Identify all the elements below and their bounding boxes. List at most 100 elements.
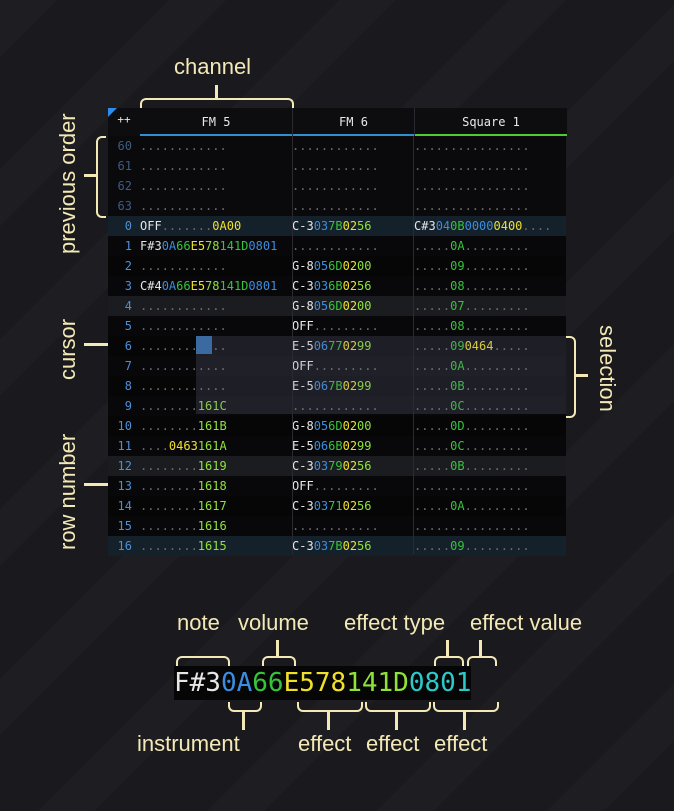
pattern-cell[interactable]: ............: [140, 356, 260, 376]
pattern-row[interactable]: 12 ........1619 C-303790256.....0B........…: [108, 456, 566, 476]
pattern-cell[interactable]: ............: [140, 176, 260, 196]
pattern-cell[interactable]: ............: [292, 176, 412, 196]
pattern-cell[interactable]: .....0A.........: [414, 496, 566, 516]
pattern-cell[interactable]: ............: [292, 236, 412, 256]
cell-field: 03: [313, 539, 329, 553]
cell-field: E5: [190, 239, 206, 253]
pattern-cell[interactable]: C#3040B00000400....: [414, 216, 566, 236]
pattern-row[interactable]: 4............G-8056D0200.....07.........: [108, 296, 566, 316]
pattern-cell[interactable]: ........1617: [140, 496, 260, 516]
legend-effect-2: 141D: [346, 668, 409, 698]
pattern-cell[interactable]: G-8056D0200: [292, 296, 412, 316]
pattern-cell[interactable]: C-303790256: [292, 456, 412, 476]
pattern-editor[interactable]: ++ FM 5 FM 6 Square 1 60................…: [108, 108, 567, 556]
pattern-cell[interactable]: OFF.........: [292, 316, 412, 336]
pattern-cell[interactable]: ............: [140, 136, 260, 156]
pattern-row[interactable]: 9........161C.................0C........…: [108, 396, 566, 416]
pattern-cell[interactable]: ............: [140, 316, 260, 336]
pattern-cell[interactable]: ............: [140, 296, 260, 316]
pattern-cell[interactable]: E-5066B0299: [292, 436, 412, 456]
cell-field: ................: [414, 179, 530, 193]
pattern-cell[interactable]: ................: [414, 156, 566, 176]
pattern-row[interactable]: 10 ........161B G-8056D0200.....0D........…: [108, 416, 566, 436]
cell-field: C-3: [292, 539, 314, 553]
cell-field: ........: [140, 399, 198, 413]
pattern-cell[interactable]: .....090464.....: [414, 336, 566, 356]
pattern-row[interactable]: 62......................................…: [108, 176, 566, 196]
pattern-cell[interactable]: ........1616: [140, 516, 260, 536]
pattern-cell[interactable]: ............: [140, 376, 260, 396]
pattern-cell[interactable]: ............: [292, 516, 412, 536]
pattern-cell[interactable]: E-5067B0299: [292, 376, 412, 396]
pattern-cell[interactable]: ............: [140, 156, 260, 176]
pattern-cell[interactable]: .....0B.........: [414, 456, 566, 476]
pattern-cell[interactable]: ............: [140, 196, 260, 216]
pattern-cell[interactable]: .....09.........: [414, 536, 566, 556]
pattern-cell[interactable]: .....0A.........: [414, 356, 566, 376]
pattern-cell[interactable]: OFF.......0A00: [140, 216, 260, 236]
pattern-row[interactable]: 61......................................…: [108, 156, 566, 176]
pattern-cell[interactable]: .....08.........: [414, 276, 566, 296]
pattern-cell[interactable]: OFF.........: [292, 356, 412, 376]
pattern-cell[interactable]: ....0463161A: [140, 436, 260, 456]
pattern-row[interactable]: 8............E-5067B0299.....0B.........: [108, 376, 566, 396]
pattern-row[interactable]: 5............OFF..............08........…: [108, 316, 566, 336]
pattern-cell[interactable]: ................: [414, 176, 566, 196]
pattern-cell[interactable]: .....08.........: [414, 316, 566, 336]
channel-header-fm5[interactable]: FM 5: [140, 108, 292, 136]
pattern-cell[interactable]: .....0D.........: [414, 416, 566, 436]
pattern-cell[interactable]: ............: [292, 396, 412, 416]
pattern-cell[interactable]: ................: [414, 196, 566, 216]
pattern-cell[interactable]: ........1619: [140, 456, 260, 476]
pattern-cell[interactable]: G-8056D0200: [292, 256, 412, 276]
pattern-row[interactable]: 63......................................…: [108, 196, 566, 216]
pattern-cell[interactable]: ............: [140, 256, 260, 276]
channel-header-square1[interactable]: Square 1: [414, 108, 567, 136]
pattern-cell[interactable]: .....09.........: [414, 256, 566, 276]
pattern-cell[interactable]: ............: [292, 196, 412, 216]
pattern-row[interactable]: 1 F#30A66E578141D0801.................0A.…: [108, 236, 566, 256]
pattern-row[interactable]: 60......................................…: [108, 136, 566, 156]
pattern-cell[interactable]: C-3037B0256: [292, 216, 412, 236]
pattern-row[interactable]: 15........1616..........................…: [108, 516, 566, 536]
pattern-cell[interactable]: .....0C.........: [414, 396, 566, 416]
pattern-cell[interactable]: C-3037B0256: [292, 536, 412, 556]
pattern-row[interactable]: 2............G-8056D0200.....09.........: [108, 256, 566, 276]
pattern-cell[interactable]: .....0C.........: [414, 436, 566, 456]
pattern-cell[interactable]: .....07.........: [414, 296, 566, 316]
pattern-cell[interactable]: OFF.........: [292, 476, 412, 496]
volume-pointer: [276, 640, 279, 656]
cell-field: 56: [357, 219, 372, 233]
row-number: 10: [117, 419, 132, 433]
pattern-cell[interactable]: C-3036B0256: [292, 276, 412, 296]
order-corner-button[interactable]: ++: [108, 108, 140, 136]
pattern-cell[interactable]: ................: [414, 516, 566, 536]
row-number: 12: [117, 459, 132, 473]
pattern-cell[interactable]: C-303710256: [292, 496, 412, 516]
channel-header-fm6[interactable]: FM 6: [292, 108, 414, 136]
cell-field: ............: [292, 139, 379, 153]
row-number: 1: [124, 239, 132, 253]
pattern-cell[interactable]: ................: [414, 476, 566, 496]
pattern-cell[interactable]: G-8056D0200: [292, 416, 412, 436]
pattern-cell[interactable]: F#30A66E578141D0801: [140, 236, 277, 256]
pattern-cell[interactable]: .....0A.........: [414, 236, 566, 256]
pattern-cell[interactable]: ........161C: [140, 396, 260, 416]
pattern-cell[interactable]: E-506770299: [292, 336, 412, 356]
pattern-cell[interactable]: ............: [292, 136, 412, 156]
cell-field: 09: [450, 539, 465, 553]
pattern-cell[interactable]: ........1618: [140, 476, 260, 496]
pattern-cell[interactable]: ................: [414, 136, 566, 156]
pattern-row[interactable]: 7............OFF..............0A........…: [108, 356, 566, 376]
pattern-cell[interactable]: ........1615: [140, 536, 260, 556]
pattern-cell[interactable]: .....0B.........: [414, 376, 566, 396]
pattern-cell[interactable]: ........161B: [140, 416, 260, 436]
pattern-cell[interactable]: ............: [292, 156, 412, 176]
pattern-cell[interactable]: C#40A66E578141D0801: [140, 276, 277, 296]
